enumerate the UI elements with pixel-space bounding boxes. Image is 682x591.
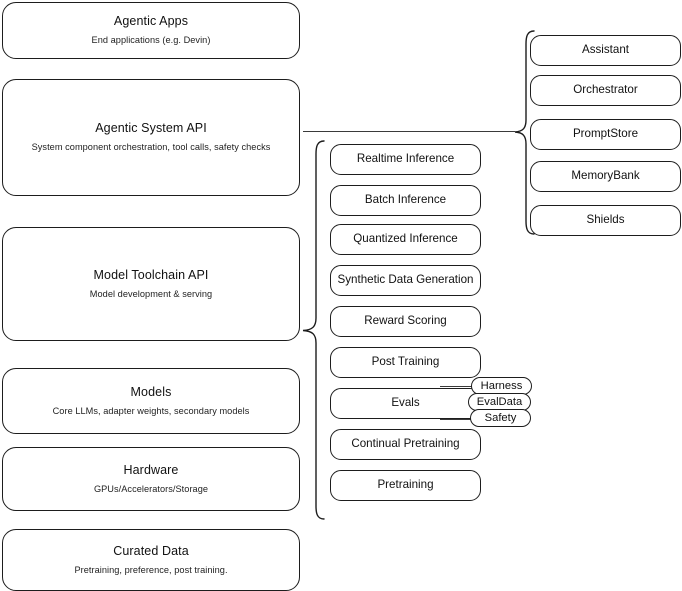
capability-label: Batch Inference bbox=[364, 193, 447, 207]
capability-box-evals[interactable]: Evals bbox=[330, 388, 481, 419]
component-box-orchestrator[interactable]: Orchestrator bbox=[530, 75, 681, 106]
eval-tag-label: Safety bbox=[484, 412, 517, 424]
layer-box-agentic-apps[interactable]: Agentic Apps End applications (e.g. Devi… bbox=[2, 2, 300, 59]
capability-label: Realtime Inference bbox=[356, 152, 455, 166]
capability-box-pretraining[interactable]: Pretraining bbox=[330, 470, 481, 501]
layer-subtitle: GPUs/Accelerators/Storage bbox=[93, 483, 209, 494]
layer-subtitle: Model development & serving bbox=[89, 288, 213, 299]
capability-label: Quantized Inference bbox=[353, 232, 458, 246]
capability-box-quantized-inference[interactable]: Quantized Inference bbox=[330, 224, 481, 255]
component-box-memorybank[interactable]: MemoryBank bbox=[530, 161, 681, 192]
layer-box-model-toolchain-api[interactable]: Model Toolchain API Model development & … bbox=[2, 227, 300, 341]
connector-evals-to-harness bbox=[440, 386, 478, 387]
brace-model-toolchain bbox=[300, 138, 326, 522]
layer-title: Model Toolchain API bbox=[93, 267, 209, 282]
component-box-assistant[interactable]: Assistant bbox=[530, 35, 681, 66]
capability-label: Synthetic Data Generation bbox=[337, 273, 474, 287]
layer-title: Hardware bbox=[123, 462, 179, 477]
component-box-shields[interactable]: Shields bbox=[530, 205, 681, 236]
layer-box-agentic-system-api[interactable]: Agentic System API System component orch… bbox=[2, 79, 300, 196]
component-box-promptstore[interactable]: PromptStore bbox=[530, 119, 681, 150]
component-label: PromptStore bbox=[572, 127, 639, 141]
capability-box-realtime-inference[interactable]: Realtime Inference bbox=[330, 144, 481, 175]
eval-tag-label: Harness bbox=[480, 380, 523, 392]
layer-subtitle: Core LLMs, adapter weights, secondary mo… bbox=[52, 405, 250, 416]
layer-box-curated-data[interactable]: Curated Data Pretraining, preference, po… bbox=[2, 529, 300, 591]
layer-subtitle: Pretraining, preference, post training. bbox=[74, 564, 228, 575]
capability-label: Evals bbox=[391, 396, 420, 410]
eval-tag-label: EvalData bbox=[476, 396, 523, 408]
component-label: Orchestrator bbox=[573, 83, 638, 97]
component-label: Assistant bbox=[581, 43, 630, 57]
layer-title: Curated Data bbox=[113, 543, 189, 558]
layer-box-models[interactable]: Models Core LLMs, adapter weights, secon… bbox=[2, 368, 300, 434]
component-label: MemoryBank bbox=[571, 169, 640, 183]
capability-box-post-training[interactable]: Post Training bbox=[330, 347, 481, 378]
capability-label: Reward Scoring bbox=[364, 314, 447, 328]
capability-box-reward-scoring[interactable]: Reward Scoring bbox=[330, 306, 481, 337]
eval-tag-safety[interactable]: Safety bbox=[470, 409, 531, 427]
layer-title: Agentic System API bbox=[95, 121, 207, 136]
eval-tag-evaldata[interactable]: EvalData bbox=[468, 393, 531, 411]
capability-label: Post Training bbox=[371, 355, 440, 369]
capability-box-batch-inference[interactable]: Batch Inference bbox=[330, 185, 481, 216]
layer-box-hardware[interactable]: Hardware GPUs/Accelerators/Storage bbox=[2, 447, 300, 511]
connector-system-api-to-components bbox=[303, 131, 515, 132]
capability-label: Continual Pretraining bbox=[351, 437, 460, 451]
layer-subtitle: System component orchestration, tool cal… bbox=[31, 142, 271, 153]
capability-label: Pretraining bbox=[377, 478, 434, 492]
capability-box-synthetic-data-generation[interactable]: Synthetic Data Generation bbox=[330, 265, 481, 296]
connector-evals-to-safety bbox=[440, 419, 478, 420]
capability-box-continual-pretraining[interactable]: Continual Pretraining bbox=[330, 429, 481, 460]
layer-title: Models bbox=[130, 384, 172, 399]
layer-title: Agentic Apps bbox=[113, 14, 189, 29]
component-label: Shields bbox=[586, 213, 625, 227]
layer-subtitle: End applications (e.g. Devin) bbox=[91, 35, 211, 46]
